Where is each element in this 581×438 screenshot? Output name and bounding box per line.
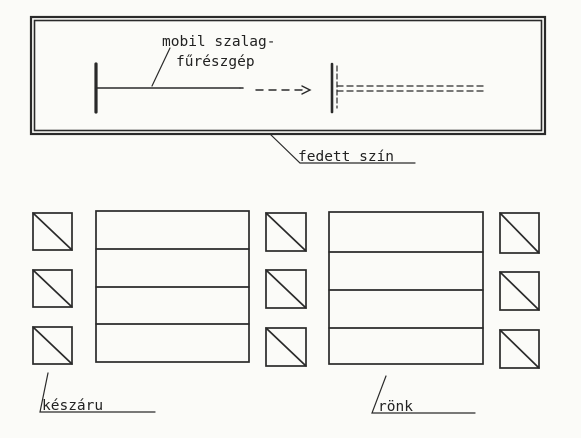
log-storage-block — [328, 211, 484, 365]
band-saw-new-position — [330, 62, 485, 114]
stacks-middle — [265, 212, 307, 367]
band-saw-label-line1: mobil szalag- — [162, 34, 276, 50]
finished-goods-label: készáru — [42, 398, 103, 414]
logs-label-leader — [371, 375, 476, 414]
saw-label-leader — [151, 47, 171, 87]
band-saw-symbol — [94, 62, 244, 114]
band-saw-label-line2: fűrészgép — [176, 54, 255, 70]
finished-goods-stacks-left — [32, 212, 73, 365]
covered-shed-outline — [29, 15, 547, 136]
logs-label: rönk — [378, 399, 413, 415]
covered-shed-label: fedett szín — [298, 149, 394, 165]
finished-goods-storage-block — [95, 210, 250, 363]
finished-label-leader — [39, 372, 156, 413]
shed-label-leader — [269, 133, 416, 164]
log-stacks-right — [499, 212, 540, 369]
movement-arrow — [255, 85, 312, 95]
